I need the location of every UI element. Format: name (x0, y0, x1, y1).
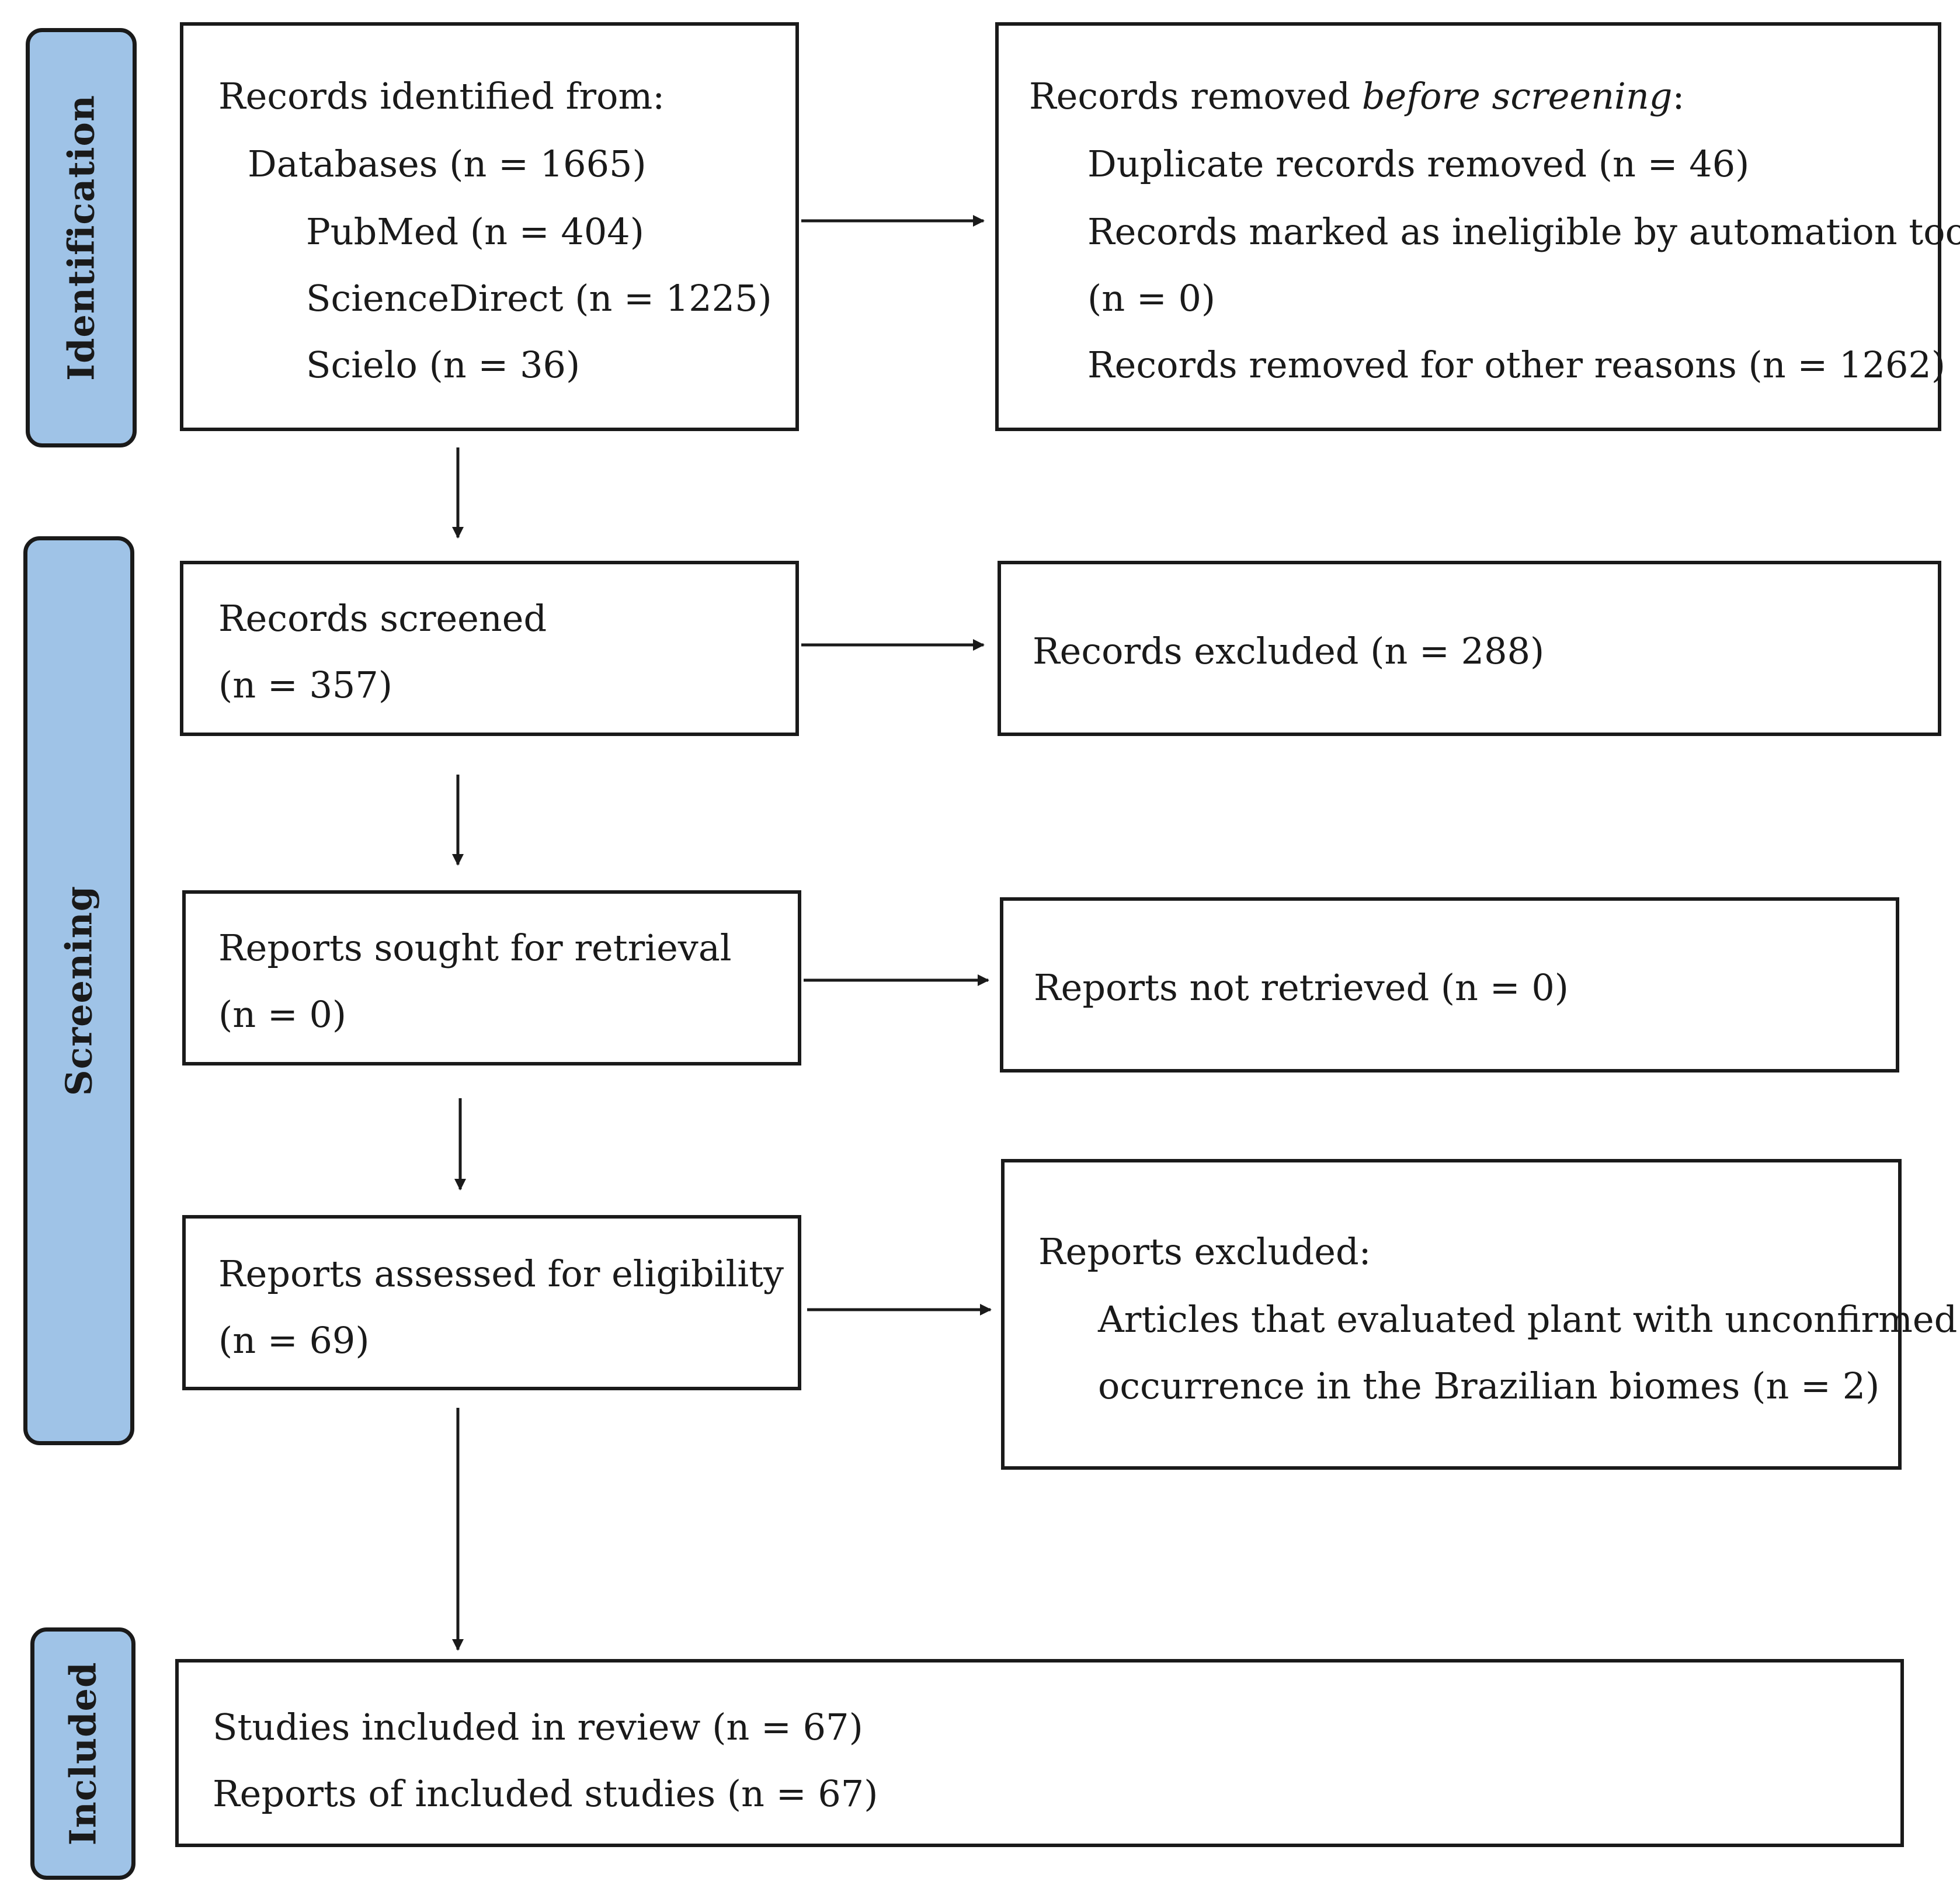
records-screened-box: Records screened (n = 357) (180, 561, 799, 736)
reports-sought-label: Reports sought for retrieval (218, 926, 732, 969)
reports-sought-count: (n = 0) (218, 993, 347, 1036)
reports-assessed-count: (n = 69) (218, 1319, 370, 1362)
phase-included: Included (30, 1627, 135, 1880)
reports-not-retrieved-box: Reports not retrieved (n = 0) (1000, 897, 1899, 1073)
automation-ineligible-line2: (n = 0) (1087, 277, 1216, 320)
reports-excluded-box: Reports excluded: Articles that evaluate… (1001, 1159, 1957, 1470)
reports-excluded-line1: Articles that evaluated plant with uncon… (1098, 1298, 1958, 1341)
reports-assessed-label: Reports assessed for eligibility (218, 1252, 784, 1295)
records-identified-box: Records identified from: Databases (n = … (180, 22, 799, 431)
records-removed-heading: Records removed before screening: (1029, 75, 1685, 117)
duplicate-records: Duplicate records removed (n = 46) (1087, 143, 1750, 185)
records-screened-count: (n = 357) (218, 664, 393, 706)
reports-sought-box: Reports sought for retrieval (n = 0) (182, 890, 801, 1065)
reports-excluded-line2: occurrence in the Brazilian biomes (n = … (1098, 1365, 1880, 1407)
databases-count: Databases (n = 1665) (248, 143, 647, 185)
studies-included-box: Studies included in review (n = 67) Repo… (175, 1659, 1904, 1847)
records-identified-heading: Records identified from: (218, 75, 665, 117)
reports-not-retrieved-label: Reports not retrieved (n = 0) (1034, 966, 1569, 1009)
records-excluded-box: Records excluded (n = 288) (998, 561, 1941, 736)
records-screened-label: Records screened (218, 597, 547, 640)
records-removed-box: Records removed before screening: Duplic… (995, 22, 1960, 431)
automation-ineligible-line1: Records marked as ineligible by automati… (1087, 210, 1960, 253)
pubmed-count: PubMed (n = 404) (306, 210, 644, 253)
reports-included-label: Reports of included studies (n = 67) (213, 1772, 878, 1815)
records-excluded-label: Records excluded (n = 288) (1033, 630, 1545, 672)
phase-screening: Screening (23, 536, 134, 1445)
reports-assessed-box: Reports assessed for eligibility (n = 69… (182, 1215, 801, 1390)
other-reasons-removed: Records removed for other reasons (n = 1… (1087, 343, 1946, 386)
phase-identification: Identification (26, 28, 137, 447)
studies-included-label: Studies included in review (n = 67) (213, 1706, 863, 1748)
reports-excluded-heading: Reports excluded: (1038, 1230, 1371, 1273)
sciencedirect-count: ScienceDirect (n = 1225) (306, 277, 772, 320)
scielo-count: Scielo (n = 36) (306, 343, 581, 386)
